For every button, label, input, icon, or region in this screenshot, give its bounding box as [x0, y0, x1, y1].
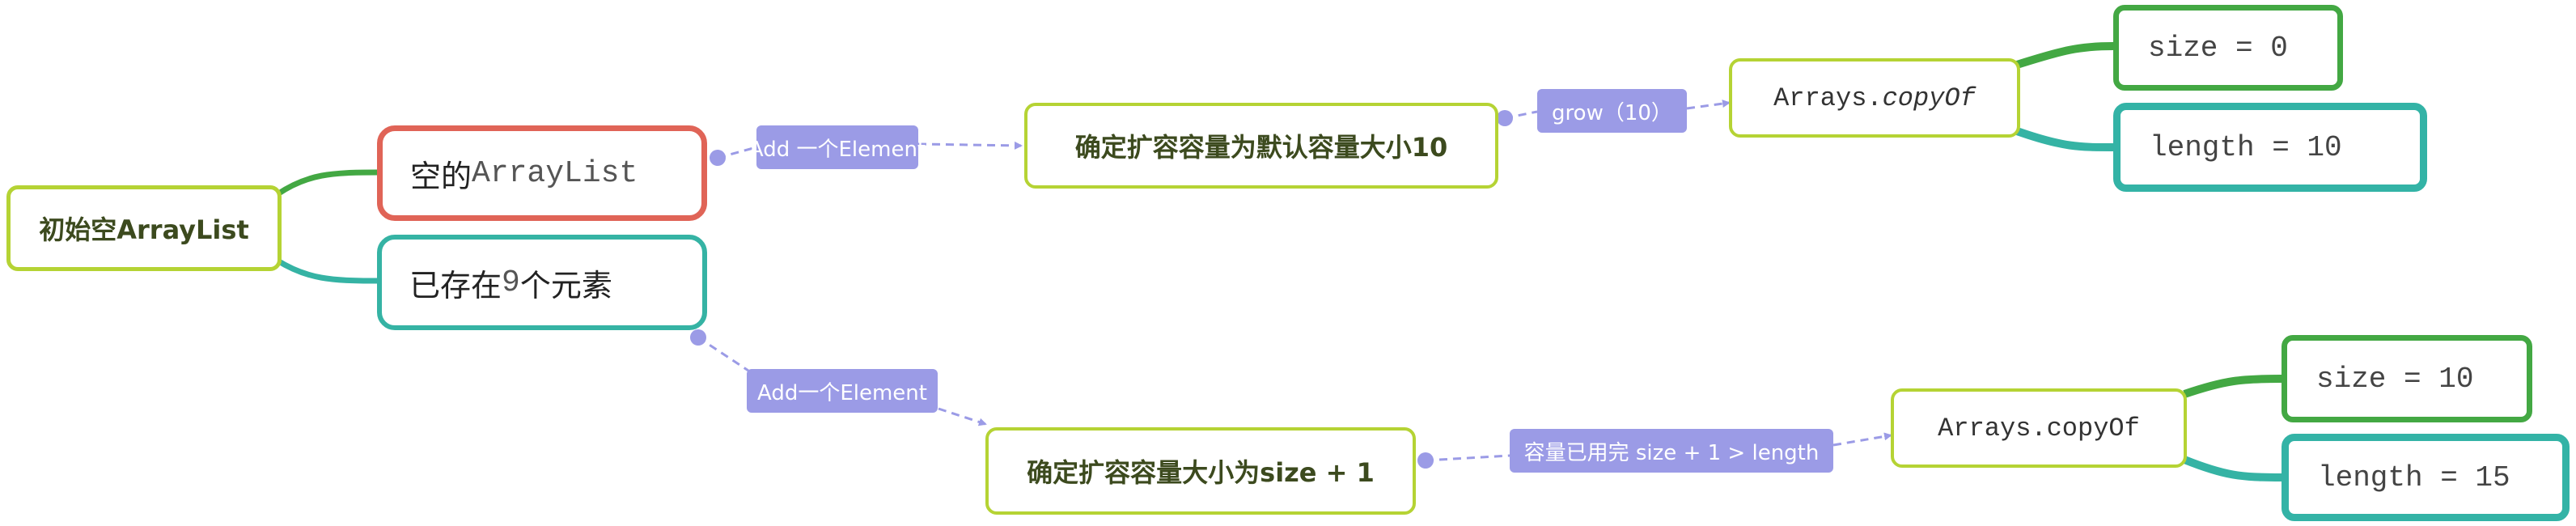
copyof-top-method: copyOf [1882, 83, 1976, 113]
step-default-capacity[interactable]: 确定扩容容量为默认容量大小10 [1024, 103, 1498, 189]
dot-top-1 [710, 150, 726, 166]
link-root-to-empty [276, 169, 378, 197]
copyof-bottom-label: Arrays.copyOf [1938, 413, 2140, 443]
step-default-capacity-label: 确定扩容容量为默认容量大小10 [1074, 132, 1448, 163]
root-node[interactable]: 初始空ArrayList [6, 185, 282, 271]
length-fifteen-label: length = 15 [2318, 460, 2510, 494]
dash-top-4 [1686, 100, 1731, 110]
existing-label-pre: 已存在 [409, 267, 502, 303]
size-zero-label: size = 0 [2148, 31, 2288, 65]
empty-label-cn: 空的 [410, 158, 472, 194]
dot-top-2 [1497, 110, 1513, 126]
dot-bottom-2 [1417, 452, 1434, 469]
copyof-bottom-node[interactable]: Arrays.copyOf [1891, 388, 2187, 468]
length-ten-node[interactable]: length = 10 [2113, 103, 2427, 192]
link-copy-bottom-size [2183, 375, 2282, 398]
edge-label-add-top: Add 一个Element [749, 125, 926, 169]
link-copy-top-size [2015, 42, 2114, 69]
dash-top-3 [1504, 110, 1538, 120]
edge-label-add-bottom: Add一个Element [747, 369, 938, 413]
dash-top-2 [917, 141, 1023, 150]
copyof-top-node[interactable]: Arrays.copyOf [1729, 58, 2020, 138]
link-copy-top-length [2015, 127, 2114, 151]
link-copy-bottom-length [2183, 456, 2282, 481]
length-ten-label: length = 10 [2150, 130, 2342, 164]
dash-bottom-2 [938, 407, 987, 426]
dash-bottom-3 [1425, 454, 1510, 462]
link-root-to-existing [276, 258, 378, 284]
dash-bottom-4 [1832, 432, 1892, 447]
dash-bottom-1 [697, 336, 749, 372]
size-ten-label: size = 10 [2316, 362, 2474, 396]
step-size-plus-one-label: 确定扩容容量大小为size + 1 [1027, 457, 1375, 488]
dot-bottom-1 [690, 329, 706, 346]
root-label: 初始空ArrayList [39, 214, 249, 245]
edge-label-grow: grow（10） [1537, 89, 1687, 133]
step-size-plus-one[interactable]: 确定扩容容量大小为size + 1 [985, 427, 1416, 515]
existing-label-num: 9 [502, 265, 520, 300]
size-ten-node[interactable]: size = 10 [2282, 335, 2532, 422]
size-zero-node[interactable]: size = 0 [2113, 5, 2343, 91]
existing-label-post: 个元素 [519, 267, 612, 303]
empty-label-code: ArrayList [472, 155, 638, 191]
copyof-top-prefix: Arrays. [1773, 83, 1883, 113]
edge-label-capacity-full: 容量已用完 size + 1 > length [1510, 429, 1833, 473]
length-fifteen-node[interactable]: length = 15 [2282, 434, 2570, 521]
